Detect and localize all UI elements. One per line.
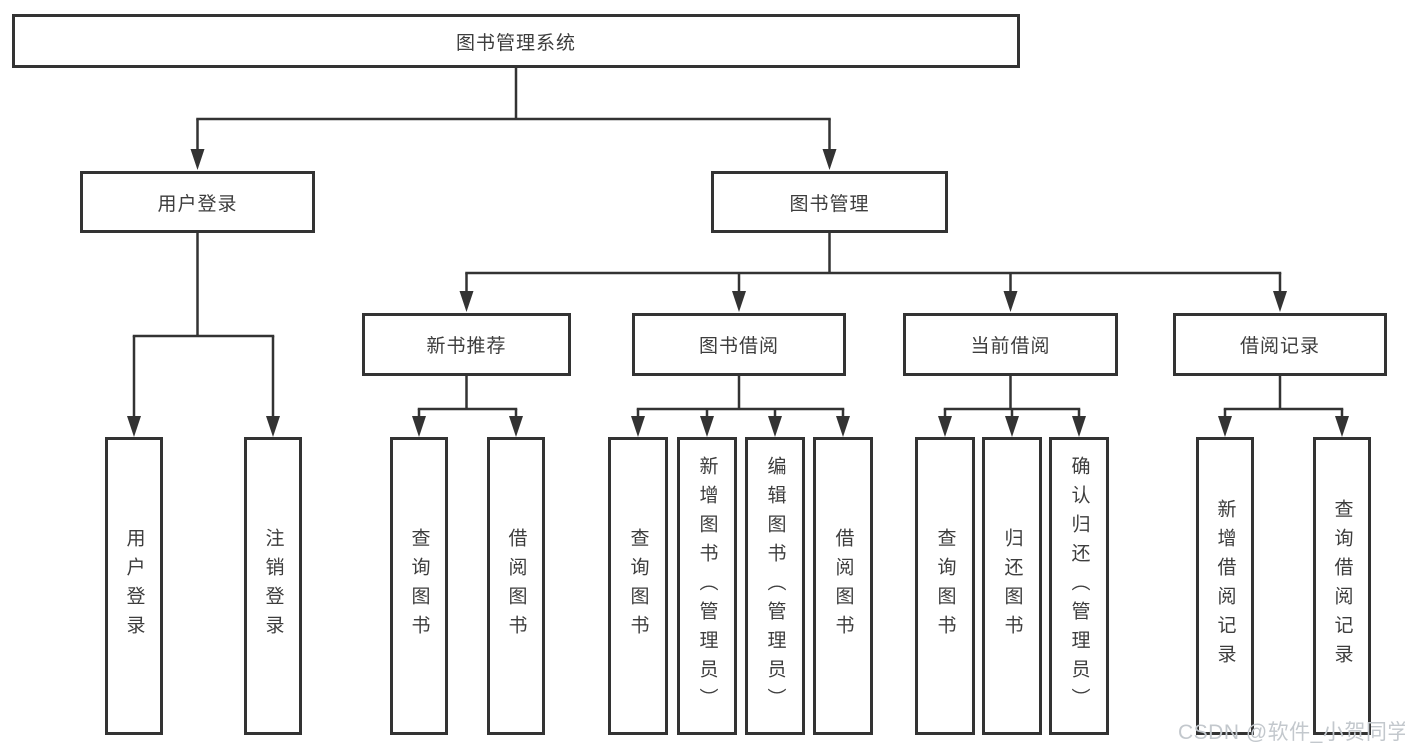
watermark: CSDN @软件_小贺同学 [1178, 721, 1405, 744]
leaf-borrow-books-borrowing: 借阅图书 [813, 437, 873, 735]
leaf-borrow-books-recommend-label: 借阅图书 [505, 528, 527, 644]
leaf-query-books-recommend-label: 查询图书 [408, 528, 430, 644]
leaf-borrow-books-borrowing-label: 借阅图书 [832, 528, 854, 644]
node-borrowing-records-label: 借阅记录 [1239, 336, 1320, 357]
node-root: 图书管理系统 [12, 14, 1020, 68]
leaf-edit-book-admin-label: 编辑图书（管理员） [764, 455, 786, 717]
leaf-query-books-current: 查询图书 [915, 437, 975, 735]
node-borrowing-records: 借阅记录 [1173, 313, 1387, 376]
leaf-user-login: 用户登录 [105, 437, 163, 735]
node-book-management-label: 图书管理 [789, 193, 870, 215]
node-book-borrowing: 图书借阅 [632, 313, 846, 376]
node-new-book-recommend: 新书推荐 [362, 313, 571, 376]
leaf-query-borrow-record-label: 查询借阅记录 [1331, 499, 1353, 673]
node-current-borrowing: 当前借阅 [903, 313, 1118, 376]
node-current-borrowing-label: 当前借阅 [970, 336, 1051, 357]
node-book-borrowing-label: 图书借阅 [698, 336, 779, 357]
leaf-borrow-books-recommend: 借阅图书 [487, 437, 545, 735]
leaf-confirm-return-admin-label: 确认归还（管理员） [1068, 455, 1090, 717]
leaf-return-books-label: 归还图书 [1001, 528, 1023, 644]
node-root-label: 图书管理系统 [455, 32, 576, 54]
leaf-return-books: 归还图书 [982, 437, 1042, 735]
leaf-add-book-admin: 新增图书（管理员） [677, 437, 737, 735]
leaf-query-books-borrowing: 查询图书 [608, 437, 668, 735]
leaf-add-borrow-record: 新增借阅记录 [1196, 437, 1254, 735]
node-new-book-recommend-label: 新书推荐 [426, 336, 507, 357]
node-book-management: 图书管理 [711, 171, 948, 233]
leaf-user-login-label: 用户登录 [123, 528, 145, 644]
leaf-add-borrow-record-label: 新增借阅记录 [1214, 499, 1236, 673]
leaf-edit-book-admin: 编辑图书（管理员） [745, 437, 805, 735]
arrowheads [127, 149, 1349, 437]
leaf-add-book-admin-label: 新增图书（管理员） [696, 455, 718, 717]
leaf-query-books-recommend: 查询图书 [390, 437, 448, 735]
node-user-login-label: 用户登录 [157, 193, 238, 215]
leaf-query-books-current-label: 查询图书 [934, 528, 956, 644]
node-user-login: 用户登录 [80, 171, 315, 233]
leaf-query-borrow-record: 查询借阅记录 [1313, 437, 1371, 735]
leaf-query-books-borrowing-label: 查询图书 [627, 528, 649, 644]
leaf-confirm-return-admin: 确认归还（管理员） [1049, 437, 1109, 735]
leaf-logout: 注销登录 [244, 437, 302, 735]
leaf-logout-label: 注销登录 [262, 528, 284, 644]
